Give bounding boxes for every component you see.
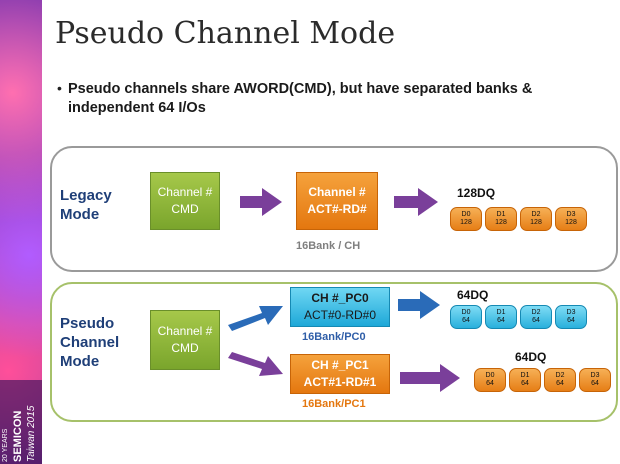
mode-label-line: Pseudo (60, 315, 115, 332)
pc1-dq-arrow (400, 364, 460, 392)
box-line: Channel # (157, 324, 213, 338)
lane-width: 64 (486, 380, 494, 387)
lane-width: 64 (532, 317, 540, 324)
bullet-text: Pseudo channels share AWORD(CMD), but ha… (68, 81, 533, 116)
mode-label-line: Legacy (60, 187, 112, 204)
pc1-box: CH #_PC1 ACT#1-RD#1 (290, 354, 390, 394)
lane-width: 64 (521, 380, 529, 387)
box-line: CMD (171, 341, 199, 355)
legacy-cmd-box: Channel # CMD (150, 172, 220, 230)
mode-label-line: Channel (60, 334, 120, 351)
legacy-mode-label: Legacy Mode (60, 186, 112, 224)
pseudo-arrow-pc1 (228, 352, 283, 376)
legacy-arrow-2 (394, 188, 438, 216)
lane-width: 128 (565, 219, 577, 226)
lane-name: D0 (461, 309, 471, 316)
pseudo-cmd-box: Channel # CMD (150, 310, 220, 370)
lane-name: D1 (520, 372, 530, 379)
lane-name: D3 (590, 372, 600, 379)
box-line: Channel # (308, 185, 366, 199)
legacy-bank-caption: 16Bank / CH (296, 240, 361, 252)
legacy-act-box: Channel # ACT#-RD# (296, 172, 378, 230)
box-line: CMD (171, 202, 199, 216)
pc0-bank-caption: 16Bank/PC0 (302, 331, 366, 343)
lane-width: 128 (495, 219, 507, 226)
box-line: Channel # (157, 185, 213, 199)
lane-width: 128 (460, 219, 472, 226)
lane-width: 128 (530, 219, 542, 226)
mode-label-line: Mode (60, 353, 100, 370)
page-title: Pseudo Channel Mode (55, 16, 396, 51)
lane-width: 64 (591, 380, 599, 387)
lane-name: D3 (566, 309, 576, 316)
pseudo-mode-label: Pseudo Channel Mode (60, 314, 119, 371)
lane-name: D3 (566, 211, 576, 218)
pc1-dq-label: 64DQ (515, 350, 547, 364)
lane-name: D1 (496, 211, 506, 218)
mode-label-line: Mode (60, 206, 100, 223)
box-line: ACT#1-RD#1 (303, 375, 377, 389)
lane-width: 64 (462, 317, 470, 324)
lane-name: D1 (496, 309, 506, 316)
bullet-marker: • (57, 80, 62, 96)
pc0-dq-label: 64DQ (457, 288, 489, 302)
box-line: ACT#0-RD#0 (303, 308, 377, 322)
lane-width: 64 (556, 380, 564, 387)
box-line: CH #_PC1 (311, 358, 369, 372)
box-line: ACT#-RD# (307, 202, 367, 216)
semicon-logo: 20 YEARS SEMICON Taiwan 2015 (0, 380, 42, 464)
pc1-bank-caption: 16Bank/PC1 (302, 398, 366, 410)
lane-name: D0 (485, 372, 495, 379)
lane-name: D2 (555, 372, 565, 379)
lane-name: D0 (461, 211, 471, 218)
legacy-dq-label: 128DQ (457, 186, 496, 200)
pc0-dq-arrow (398, 291, 440, 319)
lane-name: D2 (531, 309, 541, 316)
pc0-box: CH #_PC0 ACT#0-RD#0 (290, 287, 390, 327)
pseudo-arrow-pc0 (228, 306, 283, 331)
lane-width: 64 (497, 317, 505, 324)
box-line: CH #_PC0 (311, 291, 369, 305)
lane-name: D2 (531, 211, 541, 218)
legacy-arrow-1 (240, 188, 282, 216)
lane-width: 64 (567, 317, 575, 324)
